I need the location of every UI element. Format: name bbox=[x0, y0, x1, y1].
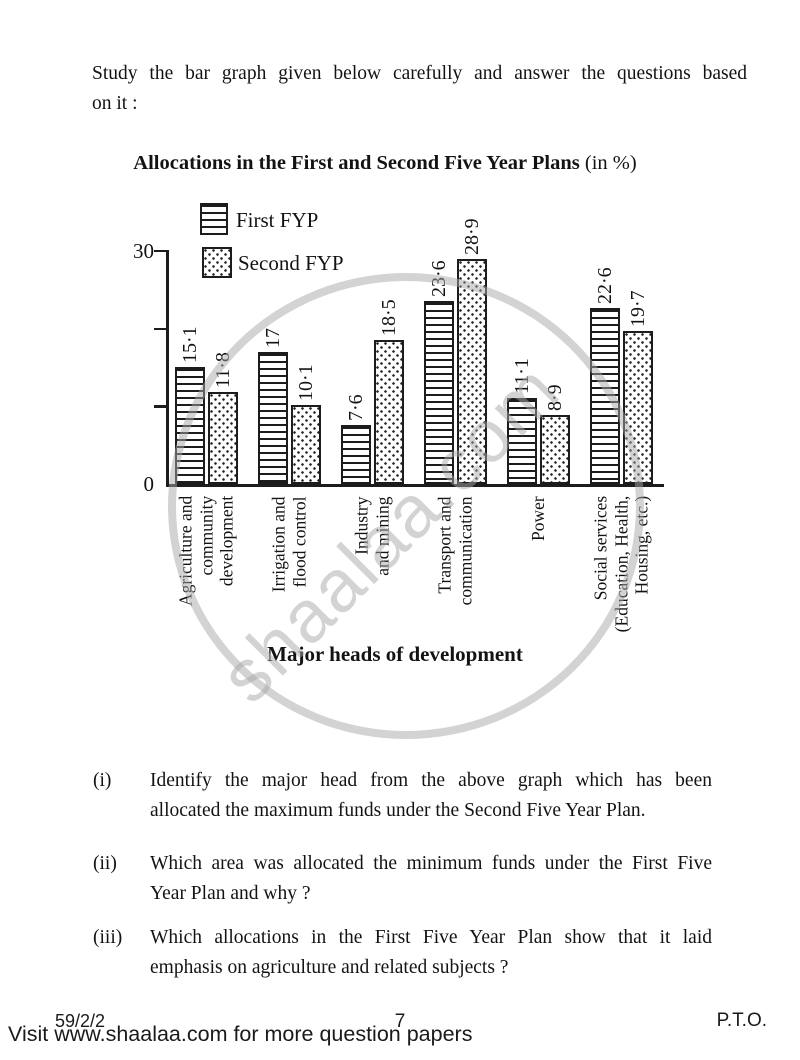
bar-value-label: 15·1 bbox=[179, 326, 201, 363]
bar-value-label: 28·9 bbox=[461, 218, 483, 255]
instruction-line-2: on it : bbox=[92, 92, 138, 114]
bar-first-fyp-2 bbox=[341, 425, 371, 484]
paper-code: 59/2/2 bbox=[55, 1011, 106, 1031]
pto-label: P.T.O. bbox=[716, 1010, 767, 1031]
bar-second-fyp-4 bbox=[540, 415, 570, 484]
question-iii-index: (iii) bbox=[93, 927, 123, 948]
bar-value-label: 11·1 bbox=[511, 358, 533, 394]
bar-value-label: 11·8 bbox=[212, 352, 234, 388]
bar-value-label: 10·1 bbox=[295, 364, 317, 401]
category-label-0: Agriculture and community development bbox=[175, 496, 237, 607]
bar-value-label: 19·7 bbox=[627, 290, 649, 327]
bar-second-fyp-5 bbox=[623, 331, 653, 484]
question-i-line-1: Identify the major head from the above g… bbox=[150, 770, 712, 791]
legend-label-second-fyp: Second FYP bbox=[238, 251, 344, 275]
bar-first-fyp-0 bbox=[175, 367, 205, 484]
instruction-paragraph: Study the bar graph given below carefull… bbox=[92, 59, 747, 118]
instruction-line-1: Study the bar graph given below carefull… bbox=[92, 63, 747, 84]
bar-second-fyp-1 bbox=[291, 405, 321, 484]
question-i-index: (i) bbox=[93, 770, 112, 791]
x-axis-line bbox=[166, 484, 664, 487]
question-i: (i) Identify the major head from the abo… bbox=[93, 766, 712, 825]
y-tick-30 bbox=[154, 249, 167, 253]
question-ii-line-1: Which area was allocated the minimum fun… bbox=[150, 853, 712, 874]
question-iii-line-2: emphasis on agriculture and related subj… bbox=[150, 956, 509, 978]
bar-second-fyp-0 bbox=[208, 392, 238, 484]
category-label-5: Social services (Education, Health, Hous… bbox=[590, 496, 652, 633]
category-label-1: Irrigation and flood control bbox=[268, 496, 310, 592]
bar-first-fyp-5 bbox=[590, 308, 620, 484]
x-axis-title: Major heads of development bbox=[267, 642, 523, 666]
y-tick-20 bbox=[154, 327, 167, 331]
chart-title-units: (in %) bbox=[579, 152, 637, 174]
bar-first-fyp-3 bbox=[424, 301, 454, 484]
bar-value-label: 17 bbox=[262, 328, 284, 348]
question-ii-index: (ii) bbox=[93, 853, 117, 874]
category-label-4: Power bbox=[527, 496, 548, 541]
y-tick-10 bbox=[154, 405, 167, 408]
bar-value-label: 18·5 bbox=[378, 299, 400, 336]
y-tick-label-0: 0 bbox=[143, 472, 155, 496]
question-ii: (ii) Which area was allocated the minimu… bbox=[93, 849, 712, 908]
legend-swatch-second-fyp bbox=[202, 247, 232, 278]
bar-value-label: 7·6 bbox=[345, 394, 367, 421]
page-number: 7 bbox=[394, 1011, 406, 1032]
question-iii-line-1: Which allocations in the First Five Year… bbox=[150, 927, 712, 948]
y-tick-label-30: 30 bbox=[133, 238, 154, 263]
bar-second-fyp-2 bbox=[374, 340, 404, 484]
legend-swatch-first-fyp bbox=[200, 203, 228, 235]
shaalaa-visit-line: Visit www.shaalaa.com for more question … bbox=[8, 1022, 473, 1046]
bar-first-fyp-4 bbox=[507, 398, 537, 484]
legend-label-first-fyp: First FYP bbox=[236, 208, 319, 232]
category-label-2: Industry and mining bbox=[351, 496, 393, 576]
bar-value-label: 22·6 bbox=[594, 267, 616, 304]
question-i-line-2: allocated the maximum funds under the Se… bbox=[150, 799, 646, 821]
chart-title: Allocations in the First and Second Five… bbox=[0, 152, 770, 175]
question-ii-line-2: Year Plan and why ? bbox=[150, 882, 311, 904]
question-iii: (iii) Which allocations in the First Fiv… bbox=[93, 923, 712, 982]
bar-value-label: 23·6 bbox=[428, 260, 450, 297]
category-label-3: Transport and communication bbox=[434, 496, 476, 605]
y-axis-line bbox=[166, 250, 169, 486]
bar-first-fyp-1 bbox=[258, 352, 288, 484]
bar-second-fyp-3 bbox=[457, 259, 487, 484]
chart-title-main: Allocations in the First and Second Five… bbox=[133, 152, 580, 174]
bar-value-label: 8·9 bbox=[544, 384, 566, 411]
